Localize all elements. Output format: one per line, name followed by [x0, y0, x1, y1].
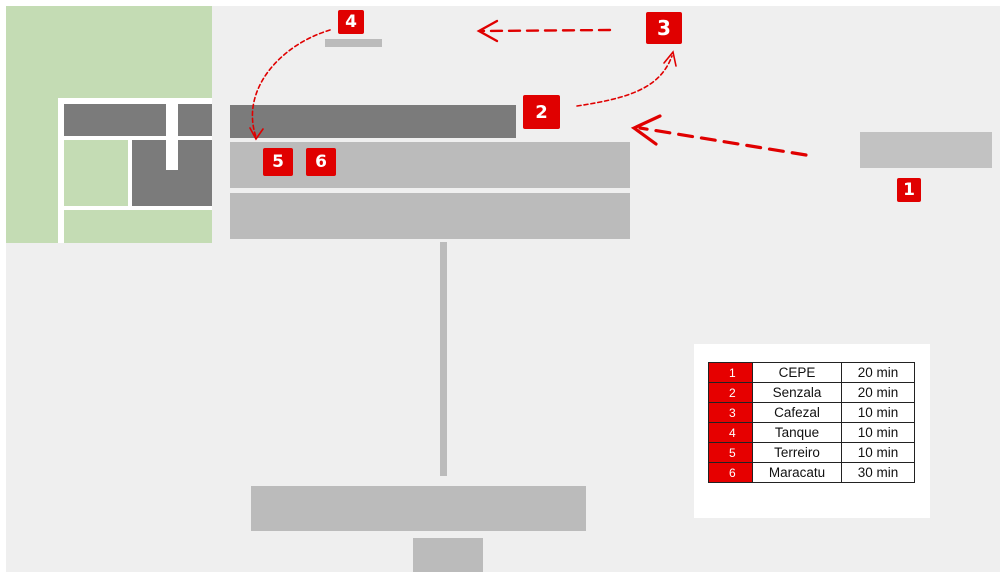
- building-complex-garden-bottom: [64, 210, 212, 243]
- legend-row: 3 Cafezal 10 min: [708, 402, 915, 423]
- legend-number: 6: [708, 462, 753, 483]
- terreiro-building: [230, 142, 630, 188]
- legend-duration: 30 min: [841, 462, 915, 483]
- marker-5-terreiro[interactable]: 5: [263, 148, 293, 176]
- legend-row: 6 Maracatu 30 min: [708, 462, 915, 483]
- central-lower-building: [230, 193, 630, 239]
- central-path: [440, 242, 447, 476]
- legend-place: Maracatu: [752, 462, 842, 483]
- building-complex-garden-left: [64, 140, 128, 206]
- marker-1-cepe[interactable]: 1: [897, 178, 921, 202]
- legend-row: 5 Terreiro 10 min: [708, 442, 915, 463]
- legend-duration: 20 min: [841, 362, 915, 383]
- legend-number: 3: [708, 402, 753, 423]
- legend-place: Cafezal: [752, 402, 842, 423]
- legend-duration: 10 min: [841, 442, 915, 463]
- site-map: [6, 6, 1000, 572]
- legend-place: Senzala: [752, 382, 842, 403]
- marker-2-senzala[interactable]: 2: [523, 95, 560, 129]
- south-building: [251, 486, 586, 531]
- legend-row: 4 Tanque 10 min: [708, 422, 915, 443]
- legend-number: 1: [708, 362, 753, 383]
- legend-number: 2: [708, 382, 753, 403]
- legend-duration: 20 min: [841, 382, 915, 403]
- senzala-building: [230, 105, 516, 138]
- legend-number: 4: [708, 422, 753, 443]
- building-complex-lower-dark2: [178, 170, 212, 206]
- building-complex-lower-dark: [132, 170, 166, 206]
- cepe-building: [860, 132, 992, 168]
- legend-place: CEPE: [752, 362, 842, 383]
- tanque-structure: [325, 39, 382, 47]
- marker-4-tanque[interactable]: 4: [338, 10, 364, 34]
- building-complex-top: [64, 104, 212, 136]
- building-complex-slot: [166, 104, 178, 170]
- legend-number: 5: [708, 442, 753, 463]
- legend-duration: 10 min: [841, 402, 915, 423]
- legend-place: Terreiro: [752, 442, 842, 463]
- legend-duration: 10 min: [841, 422, 915, 443]
- legend-panel: 1 CEPE 20 min 2 Senzala 20 min 3 Cafezal…: [694, 344, 930, 518]
- marker-3-cafezal[interactable]: 3: [646, 12, 682, 44]
- marker-6-maracatu[interactable]: 6: [306, 148, 336, 176]
- legend-table: 1 CEPE 20 min 2 Senzala 20 min 3 Cafezal…: [708, 362, 915, 483]
- south-annex: [413, 538, 483, 572]
- legend-place: Tanque: [752, 422, 842, 443]
- legend-row: 2 Senzala 20 min: [708, 382, 915, 403]
- legend-row: 1 CEPE 20 min: [708, 362, 915, 383]
